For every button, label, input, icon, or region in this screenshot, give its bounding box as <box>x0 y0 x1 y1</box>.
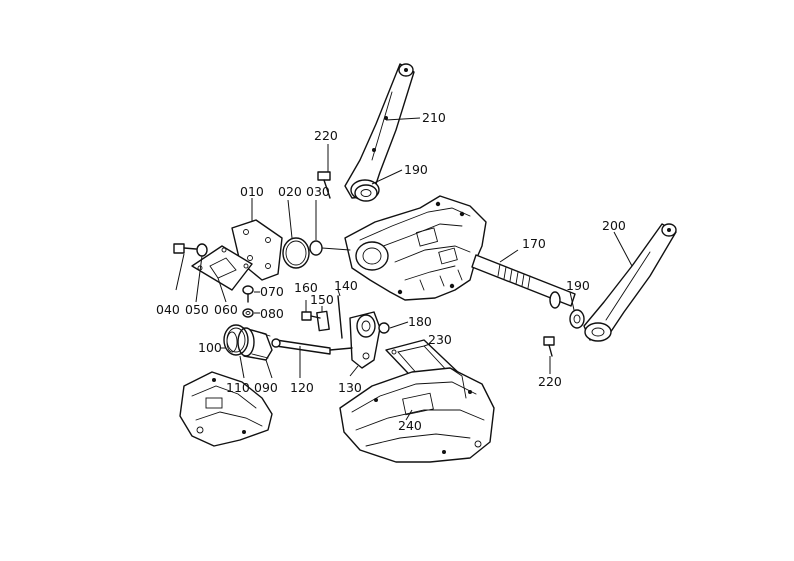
label-150: 150 <box>310 292 334 307</box>
bolt-220-upper <box>317 171 331 199</box>
label-070: 070 <box>260 284 284 299</box>
collar-030 <box>309 240 351 256</box>
label-220-upper: 220 <box>314 128 338 143</box>
label-120: 120 <box>290 380 314 395</box>
clip-150 <box>316 310 330 332</box>
label-210: 210 <box>422 110 446 125</box>
lever-210 <box>344 63 415 201</box>
label-240: 240 <box>398 418 422 433</box>
bolt-220-right <box>543 336 555 357</box>
ball-180 <box>378 322 390 334</box>
oring-020 <box>282 237 310 269</box>
upper-housing <box>344 195 487 301</box>
bolt-160 <box>301 311 321 321</box>
label-090: 090 <box>254 380 278 395</box>
label-010: 010 <box>240 184 264 199</box>
label-130: 130 <box>338 380 362 395</box>
label-200: 200 <box>602 218 626 233</box>
label-190-right: 190 <box>566 278 590 293</box>
washer-080 <box>242 308 254 318</box>
lever-200 <box>583 223 677 342</box>
label-110: 110 <box>226 380 250 395</box>
label-100: 100 <box>198 340 222 355</box>
label-030: 030 <box>306 184 330 199</box>
label-050: 050 <box>185 302 209 317</box>
seal-110 <box>226 331 238 353</box>
arm-130 <box>329 311 381 369</box>
label-160: 160 <box>294 280 318 295</box>
lower-left-housing <box>179 371 273 447</box>
label-060: 060 <box>214 302 238 317</box>
label-170: 170 <box>522 236 546 251</box>
label-140: 140 <box>334 278 358 293</box>
shaft-170 <box>471 254 576 309</box>
label-220-right: 220 <box>538 374 562 389</box>
label-180: 180 <box>408 314 432 329</box>
bolt-040 <box>173 243 197 254</box>
label-040: 040 <box>156 302 180 317</box>
washer-190-upper <box>354 184 378 202</box>
washer-190-right <box>569 309 585 329</box>
label-230: 230 <box>428 332 452 347</box>
lower-right-housing <box>339 367 495 463</box>
part-labels: 210 220 190 010 020 030 040 050 060 070 … <box>156 110 626 433</box>
label-190-upper: 190 <box>404 162 428 177</box>
rod-120 <box>271 338 331 355</box>
plate-060 <box>191 245 253 291</box>
pin-140 <box>337 295 343 339</box>
label-020: 020 <box>278 184 302 199</box>
washer-050 <box>196 243 208 257</box>
pin-070 <box>242 285 254 303</box>
label-080: 080 <box>260 306 284 321</box>
leader-lines <box>175 117 633 421</box>
